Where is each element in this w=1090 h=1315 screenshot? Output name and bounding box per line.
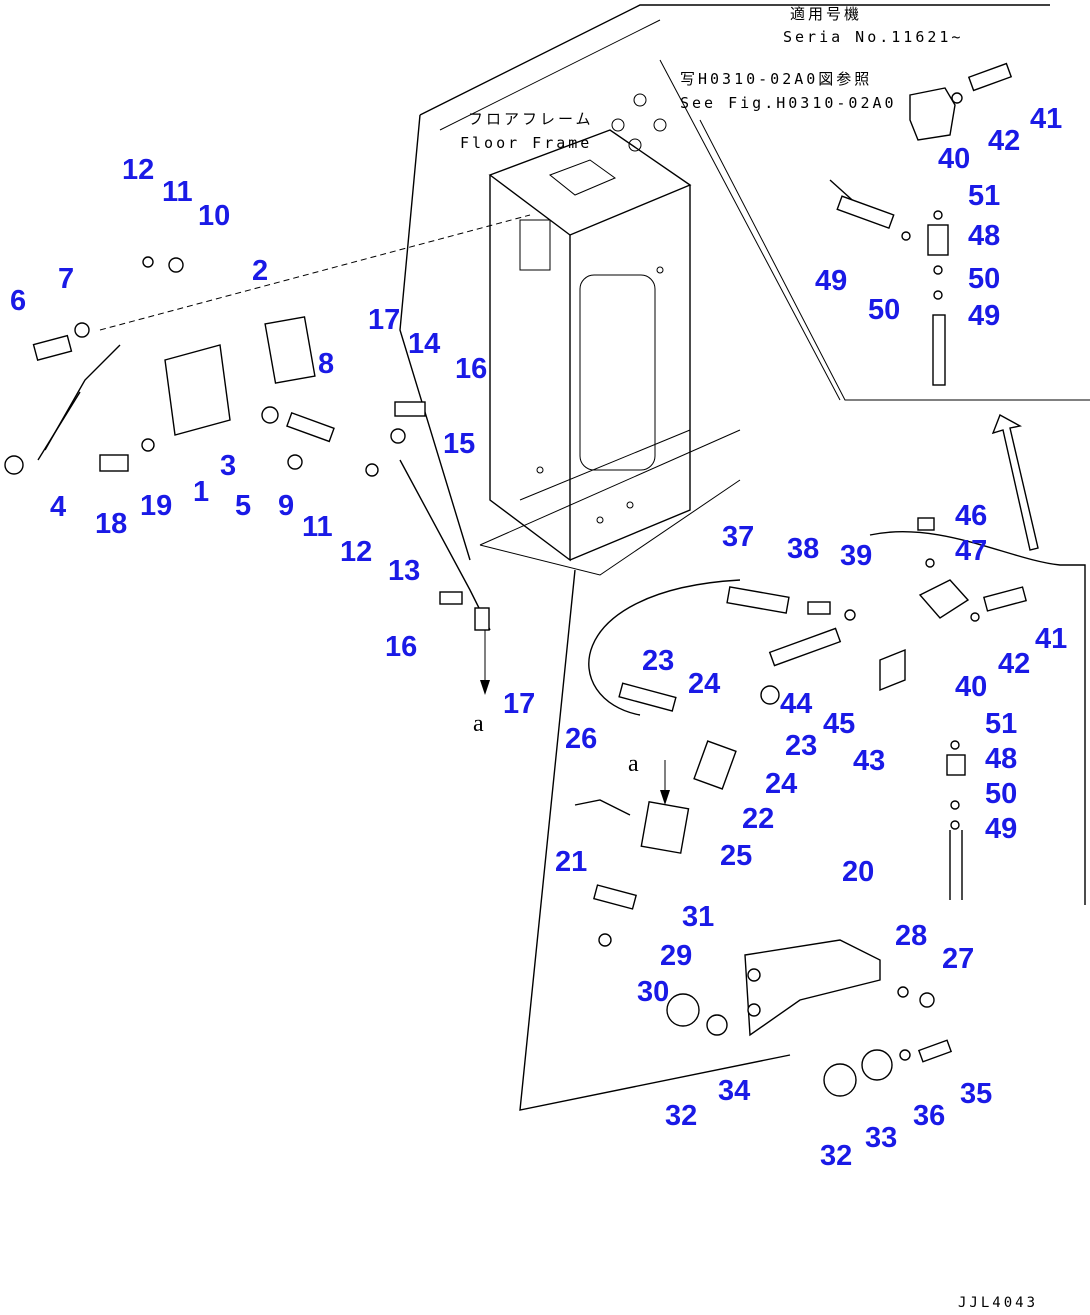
callout-part-50[interactable]: 50 (868, 294, 901, 326)
callout-part-43[interactable]: 43 (853, 745, 886, 777)
view-arrows (480, 630, 670, 805)
callout-part-48[interactable]: 48 (985, 743, 1018, 775)
callout-part-42[interactable]: 42 (998, 648, 1031, 680)
callout-part-11[interactable]: 11 (162, 176, 193, 208)
callout-part-21[interactable]: 21 (555, 846, 588, 878)
floor-frame (479, 93, 741, 576)
upward-arrow (991, 414, 1039, 551)
callout-part-32[interactable]: 32 (665, 1100, 698, 1132)
callout-part-49[interactable]: 49 (815, 265, 848, 297)
cab-outline (399, 4, 1090, 1111)
callout-part-14[interactable]: 14 (408, 328, 441, 360)
callout-part-17[interactable]: 17 (368, 304, 401, 336)
callout-part-23[interactable]: 23 (642, 645, 675, 677)
callout-part-42[interactable]: 42 (988, 125, 1021, 157)
callout-part-20[interactable]: 20 (842, 856, 875, 888)
callout-part-24[interactable]: 24 (765, 768, 798, 800)
callout-part-45[interactable]: 45 (823, 708, 856, 740)
callout-part-39[interactable]: 39 (840, 540, 873, 572)
callout-part-19[interactable]: 19 (140, 490, 173, 522)
callout-part-40[interactable]: 40 (938, 143, 971, 175)
callout-part-17[interactable]: 17 (503, 688, 536, 720)
callout-part-32[interactable]: 32 (820, 1140, 853, 1172)
callout-part-49[interactable]: 49 (968, 300, 1001, 332)
callout-part-7[interactable]: 7 (58, 263, 75, 295)
callout-part-48[interactable]: 48 (968, 220, 1001, 252)
callout-part-40[interactable]: 40 (955, 671, 988, 703)
callout-part-9[interactable]: 9 (278, 490, 295, 522)
callout-part-2[interactable]: 2 (252, 255, 269, 287)
floor-frame-label-en: Floor Frame (460, 134, 593, 152)
callout-part-12[interactable]: 12 (340, 536, 373, 568)
serial-note-jp: 適用号機 (790, 5, 863, 23)
callout-part-41[interactable]: 41 (1030, 103, 1063, 135)
callout-part-5[interactable]: 5 (235, 490, 252, 522)
callout-part-26[interactable]: 26 (565, 723, 598, 755)
callout-part-51[interactable]: 51 (985, 708, 1018, 740)
callout-part-50[interactable]: 50 (985, 778, 1018, 810)
callout-part-28[interactable]: 28 (895, 920, 928, 952)
callout-part-8[interactable]: 8 (318, 348, 335, 380)
callout-part-38[interactable]: 38 (787, 533, 820, 565)
serial-note-en: Seria No.11621~ (783, 28, 964, 46)
callout-part-15[interactable]: 15 (443, 428, 476, 460)
callout-part-47[interactable]: 47 (955, 535, 988, 567)
callout-part-33[interactable]: 33 (865, 1122, 898, 1154)
callout-part-12[interactable]: 12 (122, 154, 155, 186)
callout-part-41[interactable]: 41 (1035, 623, 1068, 655)
callout-part-31[interactable]: 31 (682, 901, 715, 933)
callout-part-36[interactable]: 36 (913, 1100, 946, 1132)
view-a-label-upper: a (473, 711, 484, 737)
callout-part-37[interactable]: 37 (722, 521, 755, 553)
callout-part-24[interactable]: 24 (688, 668, 721, 700)
callout-part-44[interactable]: 44 (780, 688, 813, 720)
callout-part-1[interactable]: 1 (193, 476, 210, 508)
callout-part-16[interactable]: 16 (385, 631, 418, 663)
callout-part-34[interactable]: 34 (718, 1075, 751, 1107)
pedal-assembly (4, 256, 491, 631)
callout-part-3[interactable]: 3 (220, 450, 237, 482)
floor-frame-label-jp: フロアフレーム (468, 110, 594, 128)
figure-reference-en: See Fig.H0310-02A0 (680, 94, 897, 112)
callout-part-18[interactable]: 18 (95, 508, 128, 540)
callout-part-13[interactable]: 13 (388, 555, 421, 587)
callout-part-4[interactable]: 4 (50, 491, 67, 523)
callout-part-25[interactable]: 25 (720, 840, 753, 872)
alignment-line (99, 214, 531, 331)
callout-part-11[interactable]: 11 (302, 511, 333, 543)
callout-part-49[interactable]: 49 (985, 813, 1018, 845)
callout-part-29[interactable]: 29 (660, 940, 693, 972)
inset-detail (829, 62, 1013, 386)
callout-part-6[interactable]: 6 (10, 285, 27, 317)
callout-part-10[interactable]: 10 (198, 200, 231, 232)
figure-reference-jp: 写H0310-02A0図参照 (680, 70, 873, 88)
callout-part-27[interactable]: 27 (942, 943, 975, 975)
callout-part-50[interactable]: 50 (968, 263, 1001, 295)
valve-assembly (574, 517, 1086, 1097)
callout-part-22[interactable]: 22 (742, 803, 775, 835)
view-a-label-lower: a (628, 751, 639, 777)
callout-part-16[interactable]: 16 (455, 353, 488, 385)
callout-part-35[interactable]: 35 (960, 1078, 993, 1110)
callout-part-51[interactable]: 51 (968, 180, 1001, 212)
callout-part-23[interactable]: 23 (785, 730, 818, 762)
callout-part-30[interactable]: 30 (637, 976, 670, 1008)
callout-part-46[interactable]: 46 (955, 500, 988, 532)
figure-code: JJL4043 (958, 1295, 1039, 1311)
